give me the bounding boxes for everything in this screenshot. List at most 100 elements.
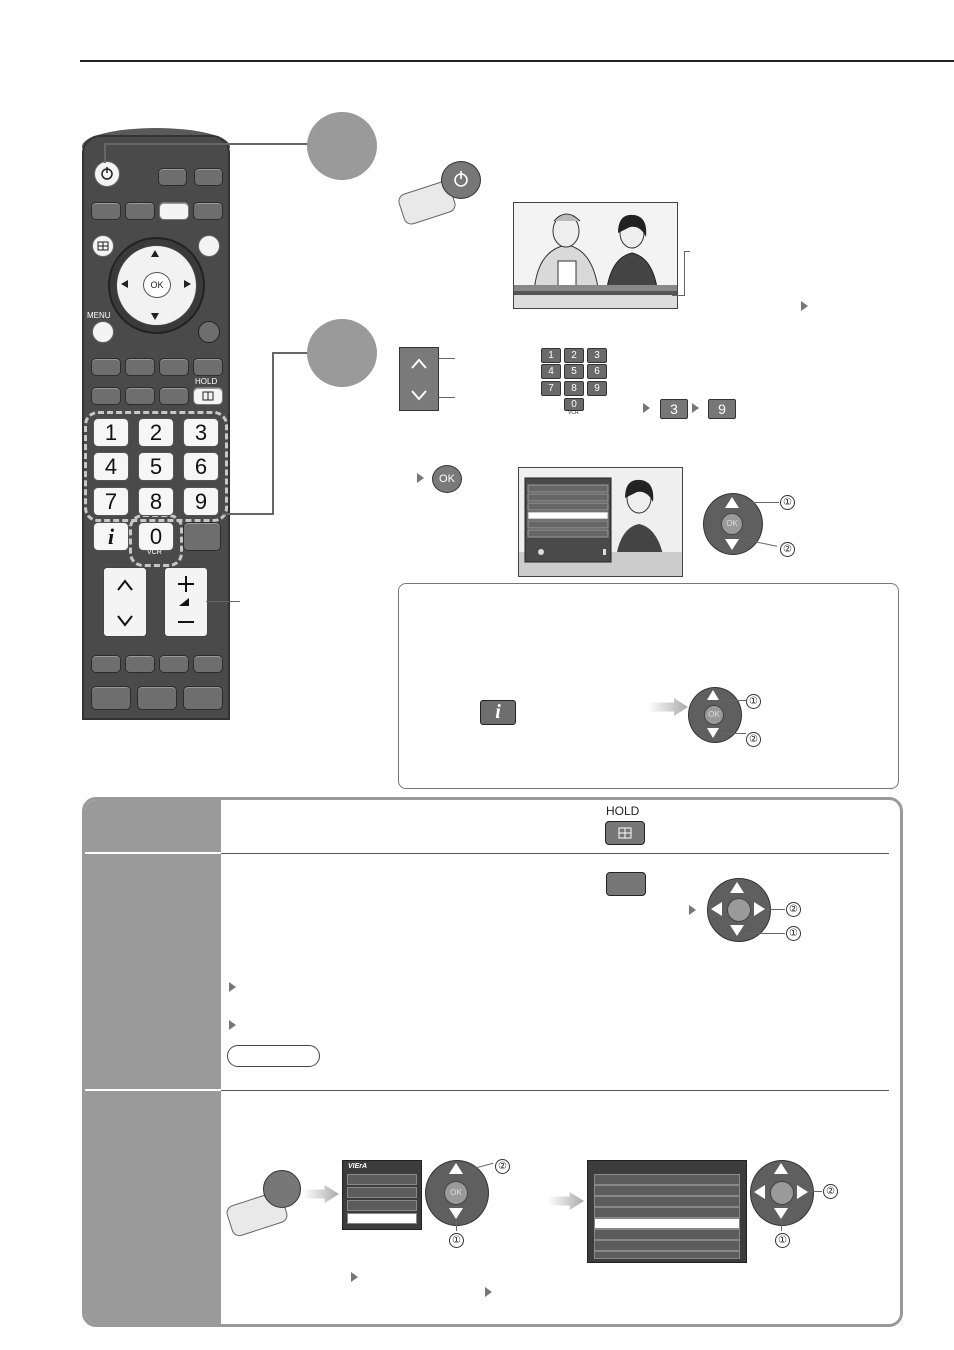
digit-2-button[interactable]: 2 [138,418,174,447]
remote-key[interactable] [137,686,177,710]
digit-3-button[interactable]: 3 [183,418,219,447]
callout-line [672,295,685,296]
remote-key[interactable] [159,655,189,673]
info-key-illustration: i [480,700,516,725]
arrow-icon [229,982,236,992]
remote-key-highlight[interactable] [159,202,189,220]
down-arrow-icon [774,1208,788,1219]
step-1-badge [307,112,377,180]
remote-round-key[interactable] [198,321,220,343]
channel-rocker[interactable] [103,567,147,637]
digit-8-button[interactable]: 8 [138,487,174,516]
hold-button[interactable] [193,387,223,405]
row-divider [85,1089,221,1091]
remote-key[interactable] [159,387,189,405]
callout-line [684,251,690,252]
remote-key[interactable] [194,168,223,186]
up-arrow-icon [449,1163,463,1174]
down-arrow-icon [730,925,744,936]
remote-key[interactable] [183,686,223,710]
remote-key[interactable] [193,358,223,376]
callout-line [437,397,455,398]
menu-brand: VIErA [348,1163,368,1170]
remote-key[interactable] [159,358,189,376]
gradient-arrow-icon [303,1185,339,1203]
cursor-ok-center: OK [721,513,743,535]
volume-icon [178,576,194,623]
dpad-left-icon [121,280,128,288]
cursor-ok-center: OK [704,705,724,725]
submenu-illustration [587,1160,747,1263]
volume-rocker[interactable] [164,567,208,637]
ok-key-illustration: OK [432,465,462,493]
remote-key[interactable] [193,655,223,673]
arrow-icon [689,905,696,915]
digit-0-button[interactable]: 0 [138,522,174,551]
dpad-down-icon [151,313,159,320]
connector-line [272,352,274,514]
submenu-row [594,1196,740,1207]
digit-6-button[interactable]: 6 [183,452,219,481]
remote-round-key[interactable] [198,235,220,257]
remote-key[interactable] [125,387,155,405]
step-number-1: ① [786,926,801,941]
remote-key[interactable] [193,202,223,220]
remote-key[interactable] [91,686,131,710]
table-left-column [85,800,221,1324]
submenu-row [594,1251,740,1259]
teletext-icon [202,391,214,401]
down-arrow-icon [707,728,719,738]
submenu-row [594,1185,740,1196]
tv-screen-illustration [513,202,678,309]
keypad-8: 8 [564,381,584,396]
vcr-label: VCR [147,549,162,556]
gradient-arrow-icon [648,698,688,716]
keypad-1: 1 [541,348,561,363]
menu-row [347,1200,417,1211]
digit-4-button[interactable]: 4 [93,452,129,481]
step-number-2: ② [746,732,761,747]
remote-key[interactable] [125,202,155,220]
grid-icon [97,241,109,251]
remote-key[interactable] [183,522,221,551]
right-arrow-icon [797,1185,808,1199]
digit-5-button[interactable]: 5 [138,452,174,481]
ok-button[interactable]: OK [143,272,171,298]
option-key-illustration [606,872,646,896]
aspect-button[interactable] [92,235,114,257]
remote-key[interactable] [91,655,121,673]
connector-line [206,601,240,602]
digit-9-button[interactable]: 9 [183,487,219,516]
step-number-2: ② [495,1159,510,1174]
keypad-5: 5 [564,364,584,379]
remote-key[interactable] [125,655,155,673]
power-button[interactable] [94,161,120,187]
callout-line [437,358,455,359]
top-rule [80,60,954,62]
step-2-badge [307,319,377,387]
down-arrow-icon [725,539,739,550]
digit-7-button[interactable]: 7 [93,487,129,516]
step-number-2: ② [823,1184,838,1199]
menu-row [347,1174,417,1185]
menu-key-illustration [263,1170,301,1208]
remote-key[interactable] [158,168,187,186]
sequence-key-1: 3 [660,399,688,419]
connector-line [104,143,106,163]
left-arrow-icon [711,902,722,916]
hold-label: HOLD [195,377,218,386]
info-button[interactable]: i [93,522,129,551]
power-icon [101,167,113,180]
up-arrow-icon [774,1163,788,1174]
channel-list-image [519,468,682,576]
remote-key[interactable] [91,358,121,376]
remote-key[interactable] [91,387,121,405]
submenu-row [594,1240,740,1251]
row-divider [221,1090,889,1091]
connector-line [222,513,274,515]
menu-button[interactable] [92,321,114,343]
remote-key[interactable] [91,202,121,220]
left-arrow-icon [754,1185,765,1199]
remote-key[interactable] [125,358,155,376]
digit-1-button[interactable]: 1 [93,418,129,447]
